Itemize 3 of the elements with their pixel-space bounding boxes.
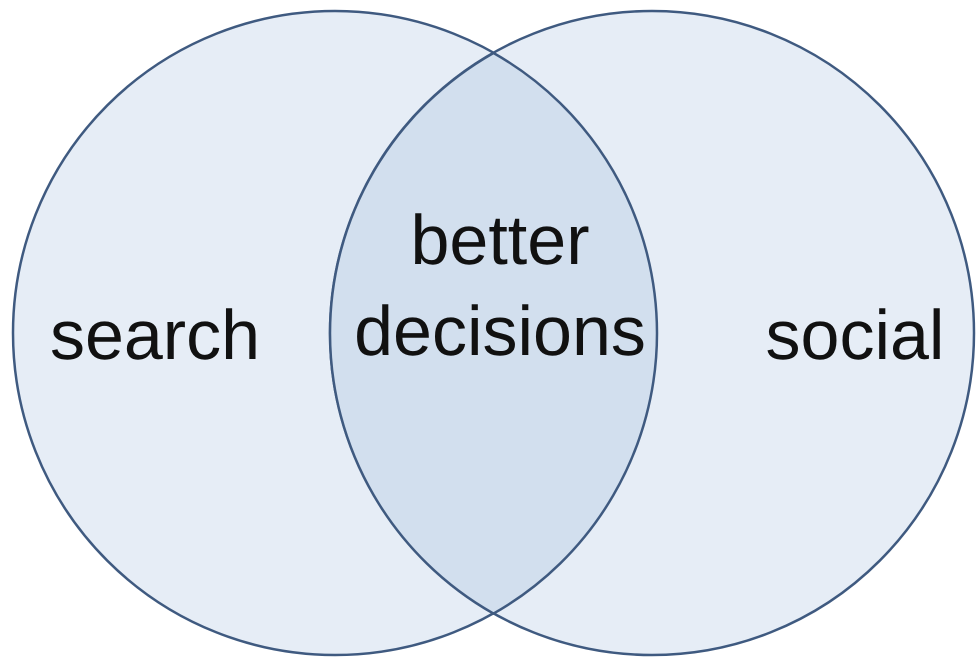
venn-label: social <box>764 295 946 376</box>
venn-label: search <box>48 295 262 376</box>
venn-label: better decisions <box>353 200 647 372</box>
